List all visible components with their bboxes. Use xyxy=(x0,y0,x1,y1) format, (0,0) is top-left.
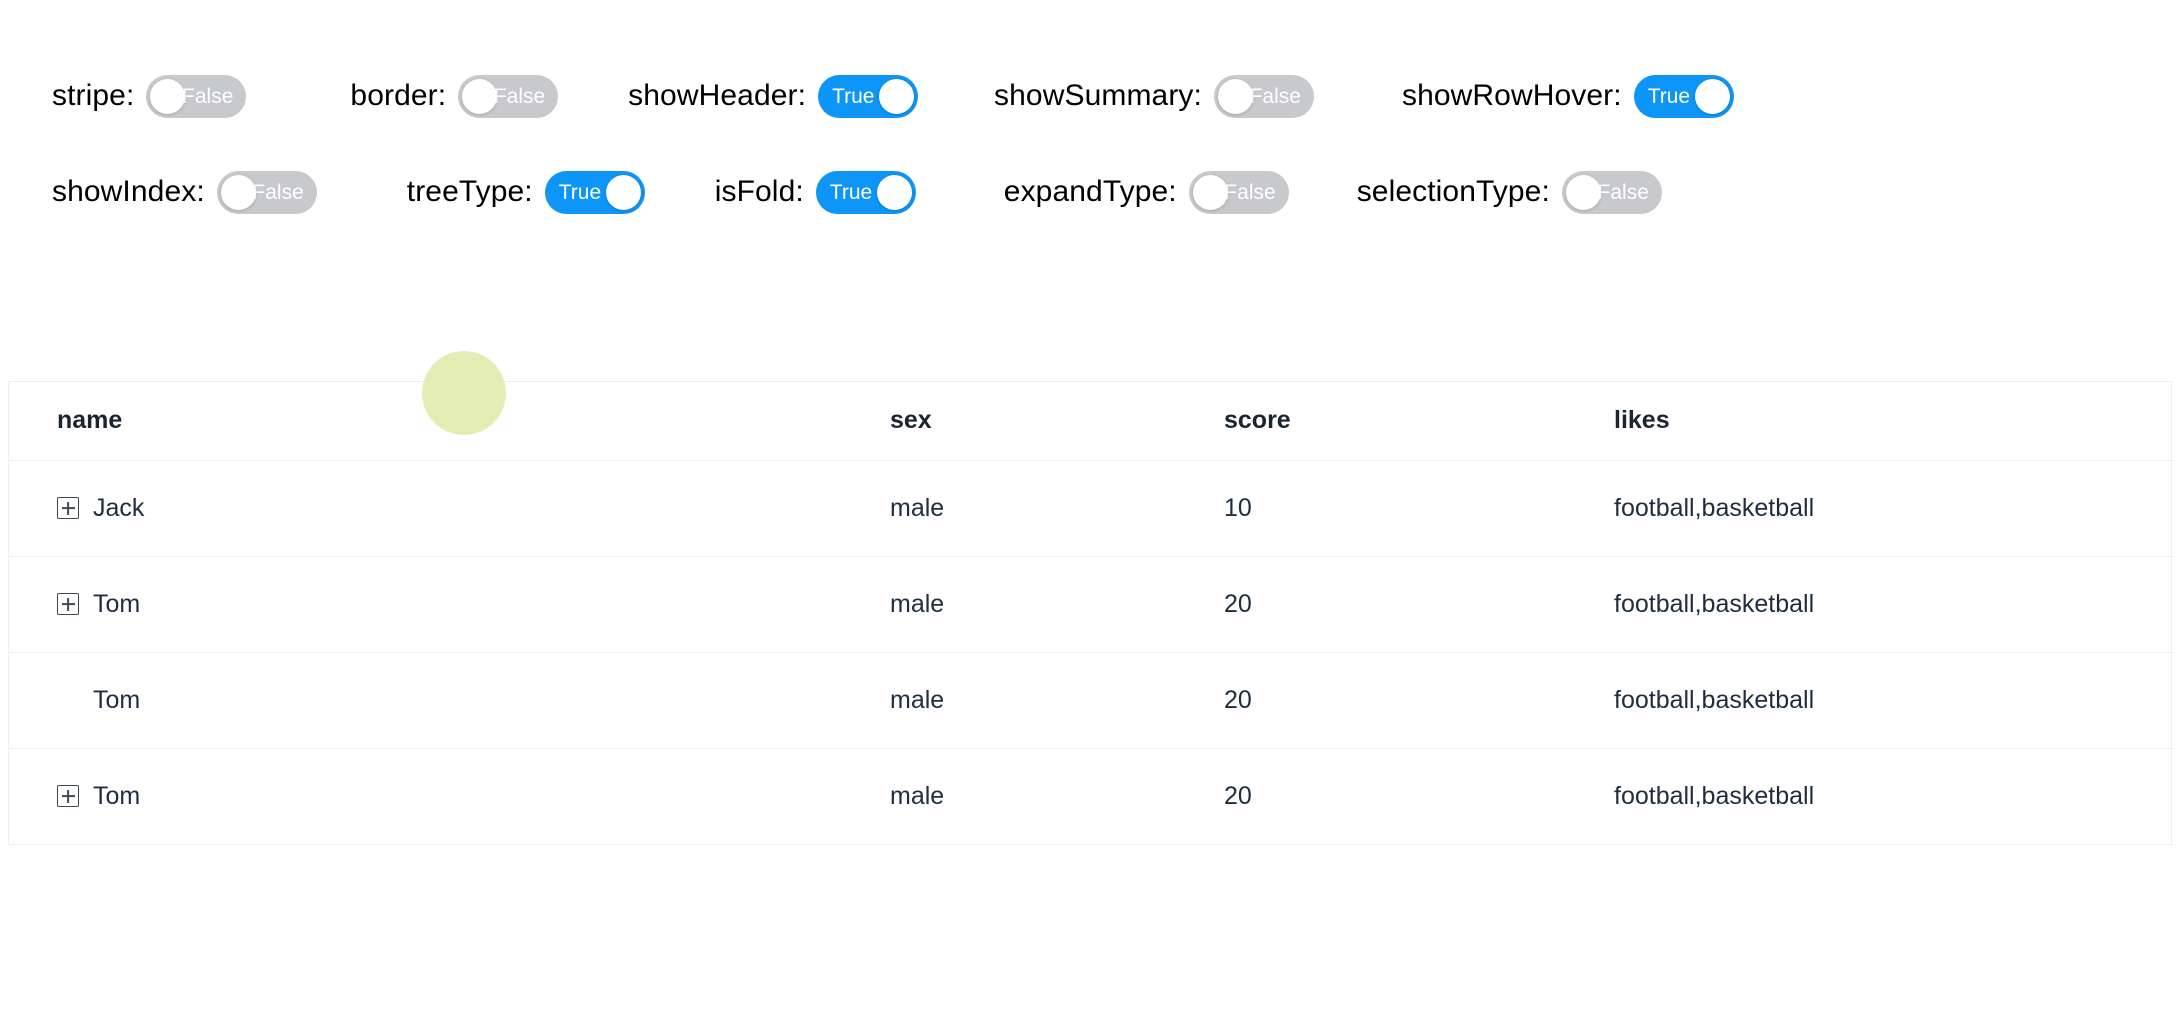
control-item-expandType: expandType: False xyxy=(1003,170,1289,214)
control-item-showSummary: showSummary: False xyxy=(994,74,1314,118)
toggle-knob xyxy=(462,78,498,114)
cell-name: Tom xyxy=(9,748,842,845)
control-label: expandType: xyxy=(1003,175,1177,208)
toggle-value-label: False xyxy=(1224,180,1276,204)
toggle-switch-expandType[interactable]: False xyxy=(1188,170,1289,214)
control-label: treeType: xyxy=(406,175,533,208)
name-cell-inner: Tom xyxy=(57,686,842,715)
control-label: showIndex: xyxy=(52,175,205,208)
toggle-knob xyxy=(1694,78,1730,114)
control-item-treeType: treeType: True xyxy=(406,170,645,214)
toggle-switch-showSummary[interactable]: False xyxy=(1213,74,1314,118)
control-label: showSummary: xyxy=(994,79,1202,112)
control-label: border: xyxy=(350,79,447,112)
toggle-switch-showRowHover[interactable]: True xyxy=(1633,74,1734,118)
cell-name: Tom xyxy=(9,556,842,653)
toggle-knob xyxy=(879,78,915,114)
name-cell-inner: Tom xyxy=(57,590,842,619)
cell-likes: football,basketball xyxy=(1566,556,2173,653)
toggle-value-label: False xyxy=(182,84,234,108)
cell-value-name: Jack xyxy=(93,493,145,522)
column-header-sex[interactable]: sex xyxy=(842,382,1176,461)
toggle-value-label: True xyxy=(832,84,875,108)
cell-sex: male xyxy=(842,748,1176,845)
cell-likes: football,basketball xyxy=(1566,652,2173,749)
toggle-value-label: True xyxy=(558,180,602,204)
control-item-showHeader: showHeader: True xyxy=(628,74,919,118)
toggle-value-label: False xyxy=(1597,180,1649,204)
control-label: showHeader: xyxy=(628,79,807,112)
cell-likes: football,basketball xyxy=(1566,748,2173,845)
toggle-switch-border[interactable]: False xyxy=(458,74,559,118)
toggle-value-label: True xyxy=(1647,84,1691,108)
toggle-value-label: False xyxy=(1249,84,1301,108)
expand-plus-icon[interactable] xyxy=(57,785,79,807)
toggle-value-label: False xyxy=(252,180,304,204)
toggle-switch-treeType[interactable]: True xyxy=(544,170,645,214)
toggle-knob xyxy=(1217,78,1253,114)
column-header-name[interactable]: name xyxy=(9,382,842,461)
control-item-isFold: isFold: True xyxy=(714,170,916,214)
toggle-knob xyxy=(1192,174,1228,210)
cell-value-name: Tom xyxy=(93,781,141,810)
cell-likes: football,basketball xyxy=(1566,460,2173,557)
control-item-showRowHover: showRowHover: True xyxy=(1401,74,1734,118)
toggle-switch-selectionType[interactable]: False xyxy=(1561,170,1662,214)
cell-score: 10 xyxy=(1176,460,1566,557)
toggle-knob xyxy=(1565,174,1601,210)
expand-plus-icon[interactable] xyxy=(57,497,79,519)
cell-sex: male xyxy=(842,556,1176,653)
control-label: selectionType: xyxy=(1356,175,1550,208)
cell-value-name: Tom xyxy=(93,589,141,618)
toggle-switch-showHeader[interactable]: True xyxy=(818,74,919,118)
name-cell-inner: Tom xyxy=(57,782,842,811)
toggle-knob xyxy=(605,174,641,210)
control-item-showIndex: showIndex: False xyxy=(52,170,317,214)
control-item-border: border: False xyxy=(350,74,559,118)
cell-sex: male xyxy=(842,460,1176,557)
cell-name: Jack xyxy=(9,460,842,557)
toggle-switch-showIndex[interactable]: False xyxy=(216,170,317,214)
toggle-knob xyxy=(876,174,912,210)
toggle-value-label: True xyxy=(829,180,873,204)
expand-plus-icon[interactable] xyxy=(57,593,79,615)
control-label: showRowHover: xyxy=(1401,79,1622,112)
column-header-likes[interactable]: likes xyxy=(1566,382,2173,461)
control-label: isFold: xyxy=(714,175,804,208)
control-label: stripe: xyxy=(52,79,135,112)
cell-sex: male xyxy=(842,652,1176,749)
cell-score: 20 xyxy=(1176,556,1566,653)
column-header-score[interactable]: score xyxy=(1176,382,1566,461)
toggle-row-2: showIndex: False treeType: True isFold: True e… xyxy=(0,144,2180,240)
cell-score: 20 xyxy=(1176,748,1566,845)
cell-name: Tom xyxy=(9,652,842,749)
cell-score: 20 xyxy=(1176,652,1566,749)
name-cell-inner: Jack xyxy=(57,494,842,523)
cell-value-name: Tom xyxy=(93,685,141,714)
control-item-stripe: stripe: False xyxy=(52,74,247,118)
toggle-switch-stripe[interactable]: False xyxy=(146,74,247,118)
toggle-knob xyxy=(220,174,256,210)
control-item-selectionType: selectionType: False xyxy=(1356,170,1662,214)
toggle-value-label: False xyxy=(493,84,546,108)
toggle-switch-isFold[interactable]: True xyxy=(815,170,916,214)
toggle-knob xyxy=(150,78,186,114)
